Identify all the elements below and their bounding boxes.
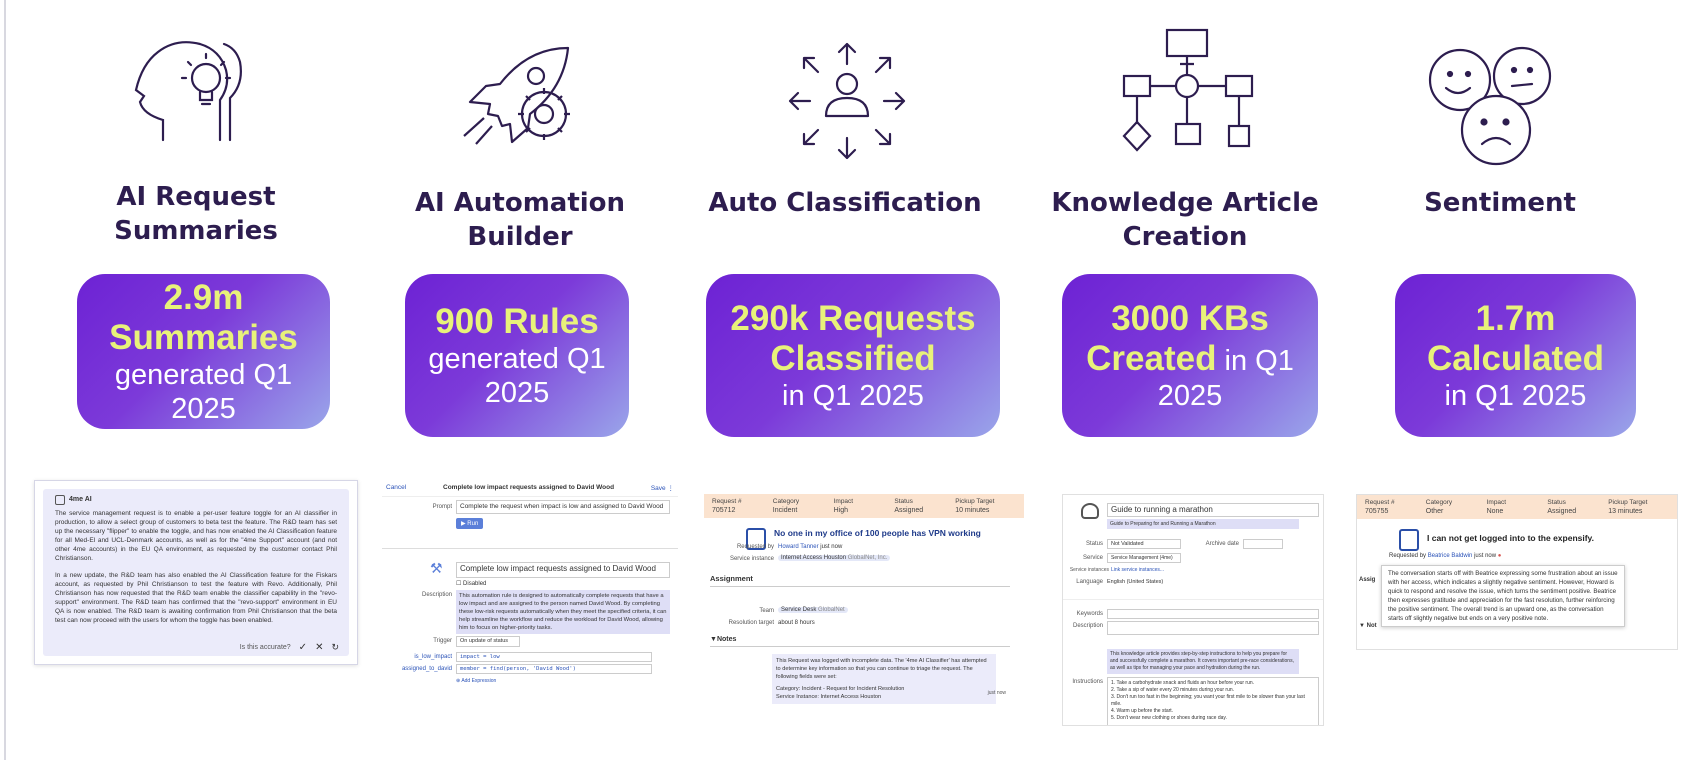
summary-paragraph: The service management request is to ena…: [55, 510, 337, 562]
classifier-note: Service Instance: Internet Access Housto…: [776, 694, 882, 700]
accuracy-question: Is this accurate?: [239, 643, 291, 651]
owl-icon: [1081, 503, 1099, 519]
trigger-label: Trigger: [433, 638, 452, 644]
service-instances-label: Service instances: [1069, 567, 1109, 573]
refresh-icon[interactable]: ↻: [331, 642, 339, 652]
link-service-instances[interactable]: Link service instances...: [1111, 567, 1165, 573]
feature-title: Auto Classification: [708, 188, 982, 218]
disabled-checkbox[interactable]: ☐ Disabled: [456, 581, 487, 587]
language-label: Language: [1076, 579, 1103, 585]
expression-label: assigned_to_david: [401, 666, 452, 672]
person-arrows-icon: [788, 42, 906, 160]
requested-by-label: Requested by: [736, 544, 774, 550]
automation-screenshot: Cancel Complete low impact requests assi…: [382, 480, 678, 690]
cancel-button[interactable]: Cancel: [386, 484, 407, 491]
add-expression-link[interactable]: ⊕ Add Expression: [456, 678, 497, 684]
stat-card: 1.7m Calculated in Q1 2025: [1395, 274, 1636, 437]
team-label: Team: [759, 608, 774, 614]
request-subject: I can not get logged into to the expensi…: [1427, 533, 1595, 543]
description-input[interactable]: [1107, 621, 1319, 635]
more-icon[interactable]: ⋮: [667, 485, 674, 492]
stat-card: 290k Requests Classified in Q1 2025: [706, 274, 1000, 437]
resolution-label: Resolution target: [728, 620, 774, 626]
dialog-title: Complete low impact requests assigned to…: [443, 484, 615, 491]
keywords-label: Keywords: [1076, 611, 1103, 617]
sentiment-tooltip: The conversation starts off with Beatric…: [1381, 565, 1625, 627]
status-label: Status: [1085, 541, 1103, 547]
close-icon[interactable]: ✕: [315, 642, 324, 653]
status-select[interactable]: Not Validated: [1107, 539, 1181, 549]
instructions-input[interactable]: 1. Take a carbohydrate snack and fluids …: [1107, 677, 1319, 725]
save-button[interactable]: Save: [650, 485, 666, 492]
rule-name-input[interactable]: Complete low impact requests assigned to…: [456, 562, 670, 578]
expression-label: is_low_impact: [414, 654, 452, 660]
assignment-heading: Assignment: [710, 574, 753, 583]
service-label: Service: [1082, 555, 1103, 561]
feature-title: Sentiment: [1424, 188, 1576, 218]
knowledge-screenshot: Guide to running a marathon Guide to Pre…: [1062, 494, 1324, 726]
assignment-heading: Assig: [1359, 577, 1376, 583]
stat-card: 2.9m Summaries generated Q1 2025: [77, 274, 330, 429]
classifier-note: Category: Incident - Request for Inciden…: [776, 686, 905, 692]
panel-header: 4me AI: [69, 496, 92, 503]
request-subject: No one in my office of 100 people has VP…: [774, 528, 981, 538]
emoji-faces-icon: [1428, 46, 1552, 166]
keywords-input[interactable]: [1107, 609, 1319, 619]
summary-paragraph: In a new update, the R&D team has also e…: [55, 572, 337, 624]
check-icon[interactable]: ✓: [298, 642, 308, 653]
classifier-note: This Request was logged with incomplete …: [776, 658, 987, 680]
expression-input[interactable]: impact = low: [456, 652, 652, 662]
description-suggestion: This knowledge article provides step-by-…: [1107, 649, 1299, 674]
flowchart-icon: [1122, 28, 1254, 152]
rocket-gear-icon: [463, 46, 570, 145]
expression-input[interactable]: member = find(person, 'David Wood'): [456, 664, 652, 674]
prompt-label: Prompt: [432, 504, 452, 510]
phone-icon: [1399, 529, 1419, 551]
article-title-input[interactable]: Guide to running a marathon: [1107, 503, 1319, 517]
service-instance-label: Service instance: [729, 556, 774, 562]
ai-owl-icon: [55, 495, 65, 505]
requester-link[interactable]: Beatrice Baldwin: [1427, 553, 1473, 559]
service-select[interactable]: Service Management (4me): [1107, 553, 1181, 563]
instructions-label: Instructions: [1072, 679, 1103, 685]
run-button[interactable]: ▶ Run: [456, 518, 484, 529]
trigger-select[interactable]: On update of status: [456, 636, 520, 647]
archive-date-input[interactable]: [1243, 539, 1283, 549]
head-lightbulb-icon: [134, 41, 242, 142]
notes-heading[interactable]: ▼ Not: [1359, 623, 1377, 629]
description-text[interactable]: This automation rule is designed to auto…: [456, 590, 670, 634]
requester-link[interactable]: Howard Tanner: [778, 544, 819, 550]
resolution-value: about 8 hours: [778, 620, 815, 626]
stat-card: 900 Rules generated Q1 2025: [405, 274, 629, 437]
summary-screenshot: 4me AI The service management request is…: [34, 480, 358, 665]
phone-icon: [746, 528, 766, 550]
language-value: English (United States): [1107, 579, 1164, 585]
archive-date-label: Archive date: [1205, 541, 1239, 547]
stat-card: 3000 KBs Created in Q1 2025: [1062, 274, 1318, 437]
left-border: [4, 0, 6, 760]
description-label: Description: [1072, 623, 1103, 629]
article-subtitle: Guide to Preparing for and Running a Mar…: [1107, 519, 1299, 529]
description-label: Description: [421, 592, 452, 598]
wrench-icon: ⚒: [430, 560, 443, 576]
prompt-input[interactable]: Complete the request when impact is low …: [456, 500, 670, 514]
sentiment-emoji-icon[interactable]: ●: [1497, 553, 1502, 559]
note-time: just now: [987, 690, 1006, 696]
notes-heading[interactable]: ▼Notes: [710, 636, 737, 643]
